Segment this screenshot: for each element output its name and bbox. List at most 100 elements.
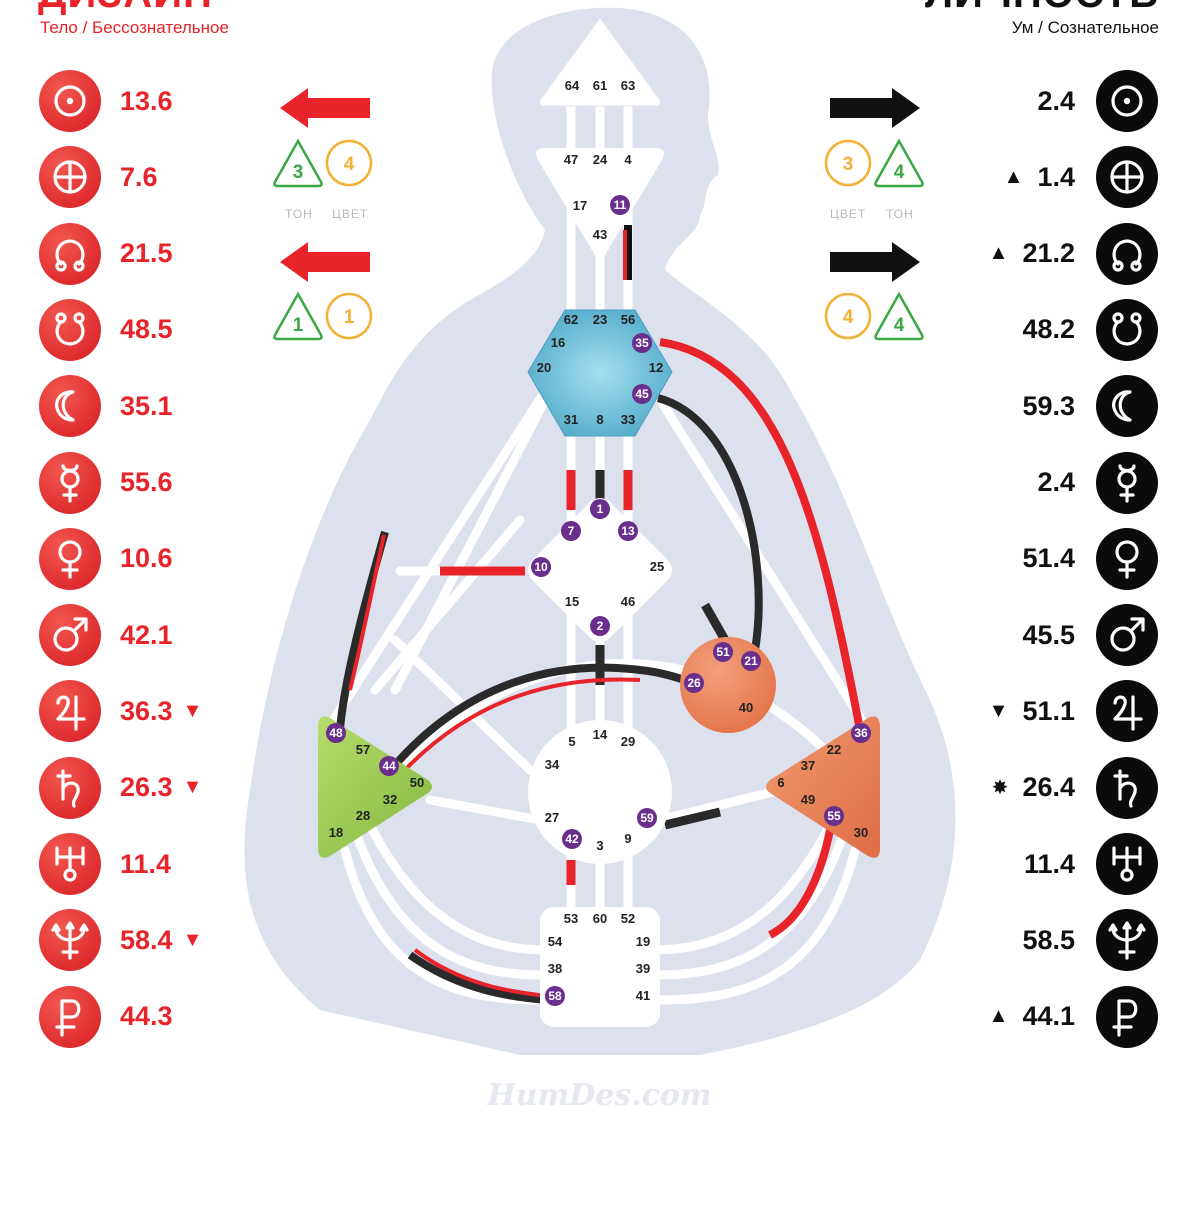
active-gate-marker bbox=[590, 616, 610, 636]
north-node-icon bbox=[1096, 222, 1158, 285]
design-title: ДИЗАЙН bbox=[38, 0, 213, 17]
gate-2: 2 bbox=[597, 619, 604, 633]
fixation-marker: ✸ bbox=[991, 777, 1009, 800]
personality-row-venus: 51.4 bbox=[1022, 527, 1158, 590]
tone-triangle bbox=[874, 291, 924, 341]
gate-1: 1 bbox=[597, 502, 604, 516]
gate-40: 40 bbox=[739, 700, 753, 715]
gate-35: 35 bbox=[635, 336, 649, 350]
gate-line-value: 58.5 bbox=[1022, 924, 1075, 955]
active-gate-marker bbox=[379, 756, 399, 776]
gate-line-value: 7.6 bbox=[120, 161, 158, 192]
venus-icon bbox=[39, 527, 101, 590]
gate-28: 28 bbox=[356, 808, 370, 823]
active-gate-marker bbox=[618, 521, 638, 541]
gate-line-value: 44.1 bbox=[1022, 1001, 1075, 1032]
personality-row-jupiter: 51.1▼ bbox=[989, 680, 1158, 743]
color-circle-value: 3 bbox=[843, 154, 854, 175]
tone-triangle bbox=[273, 138, 323, 188]
gate-60: 60 bbox=[593, 911, 607, 926]
personality-row-mercury: 2.4 bbox=[1037, 451, 1158, 514]
gate-50: 50 bbox=[410, 775, 424, 790]
moon-icon bbox=[1096, 375, 1158, 438]
personality-row-saturn: 26.4✸ bbox=[991, 756, 1158, 819]
fixation-marker: ▲ bbox=[988, 1005, 1009, 1028]
fixation-marker: ▼ bbox=[182, 776, 203, 799]
gate-48: 48 bbox=[329, 726, 343, 740]
mars-icon bbox=[39, 604, 101, 667]
gate-line-value: 51.1 bbox=[1022, 695, 1075, 726]
gate-64: 64 bbox=[565, 78, 580, 93]
gate-4: 4 bbox=[624, 152, 632, 167]
gate-29: 29 bbox=[621, 734, 635, 749]
design-row-saturn: 26.3▼ bbox=[39, 756, 203, 819]
design-subtitle: Тело / Бессознательное bbox=[40, 18, 229, 37]
active-gate-marker bbox=[632, 333, 652, 353]
channels-active bbox=[336, 225, 864, 1004]
pluto-icon bbox=[39, 985, 101, 1048]
gate-31: 31 bbox=[564, 412, 578, 427]
tone-triangle-value: 1 bbox=[293, 315, 304, 336]
personality-title: ЛИЧНОСТЬ bbox=[925, 0, 1159, 17]
active-gate-marker bbox=[590, 499, 610, 519]
tone-triangle bbox=[273, 291, 323, 341]
color-circle-value: 4 bbox=[344, 154, 355, 175]
gate-44: 44 bbox=[382, 759, 396, 773]
gate-42: 42 bbox=[565, 832, 579, 846]
gate-46: 46 bbox=[621, 594, 635, 609]
saturn-icon bbox=[1096, 756, 1158, 819]
gate-line-value: 55.6 bbox=[120, 467, 173, 497]
gate-line-value: 13.6 bbox=[120, 85, 173, 116]
design-row-jupiter: 36.3 ▼ bbox=[39, 680, 203, 743]
active-gate-marker bbox=[713, 642, 733, 662]
active-gate-marker bbox=[326, 723, 346, 743]
uranus-icon bbox=[1096, 833, 1158, 895]
fixation-marker: ▼ bbox=[182, 699, 203, 722]
gate-line-value: 36.3 bbox=[120, 695, 173, 726]
gate-41: 41 bbox=[636, 988, 650, 1003]
gate-37: 37 bbox=[801, 758, 815, 773]
gate-line-value: 35.1 bbox=[120, 390, 173, 421]
earth-icon bbox=[39, 146, 101, 209]
south-node-icon bbox=[1096, 298, 1158, 361]
pluto-icon bbox=[1096, 985, 1158, 1048]
gate-43: 43 bbox=[593, 227, 607, 242]
jupiter-icon bbox=[39, 680, 101, 743]
design-row-south-node: 48.5 bbox=[39, 298, 173, 361]
gate-57: 57 bbox=[356, 742, 370, 757]
tone-label-left: ТОН bbox=[285, 207, 313, 221]
design-row-neptune: 58.4▼ bbox=[39, 909, 203, 972]
design-row-north-node: 21.5 bbox=[39, 222, 173, 285]
design-row-mars: 42.1 bbox=[39, 604, 173, 667]
tone-triangle-value: 3 bbox=[293, 162, 304, 183]
earth-icon bbox=[1096, 146, 1158, 209]
active-gate-marker bbox=[684, 673, 704, 693]
design-row-moon: 35.1 bbox=[39, 375, 173, 438]
gate-32: 32 bbox=[383, 792, 397, 807]
gate-line-value: 11.4 bbox=[1023, 848, 1075, 879]
gate-line-value: 42.1 bbox=[120, 619, 173, 650]
color-circle-value: 1 bbox=[344, 307, 355, 328]
tone-label-right: ТОН bbox=[886, 207, 914, 221]
gate-line-value: 1.4 bbox=[1037, 161, 1075, 192]
personality-row-mars: 45.5 bbox=[1022, 604, 1158, 667]
active-gate-marker bbox=[824, 806, 844, 826]
gate-49: 49 bbox=[801, 792, 815, 807]
head-center bbox=[539, 17, 661, 107]
fixation-marker: ▲ bbox=[988, 242, 1009, 265]
ajna-center bbox=[536, 148, 664, 259]
fixation-marker: ▼ bbox=[182, 928, 203, 951]
gate-line-value: 45.5 bbox=[1022, 619, 1075, 650]
solar-plexus-center bbox=[766, 716, 880, 858]
active-gate-marker bbox=[545, 986, 565, 1006]
active-gate-marker bbox=[741, 651, 761, 671]
gate-59: 59 bbox=[640, 811, 654, 825]
south-node-icon bbox=[39, 298, 101, 361]
gate-30: 30 bbox=[854, 825, 868, 840]
tone-triangle-value: 4 bbox=[894, 315, 905, 336]
color-circle bbox=[325, 139, 373, 187]
gate-27: 27 bbox=[545, 810, 559, 825]
gate-8: 8 bbox=[596, 412, 603, 427]
